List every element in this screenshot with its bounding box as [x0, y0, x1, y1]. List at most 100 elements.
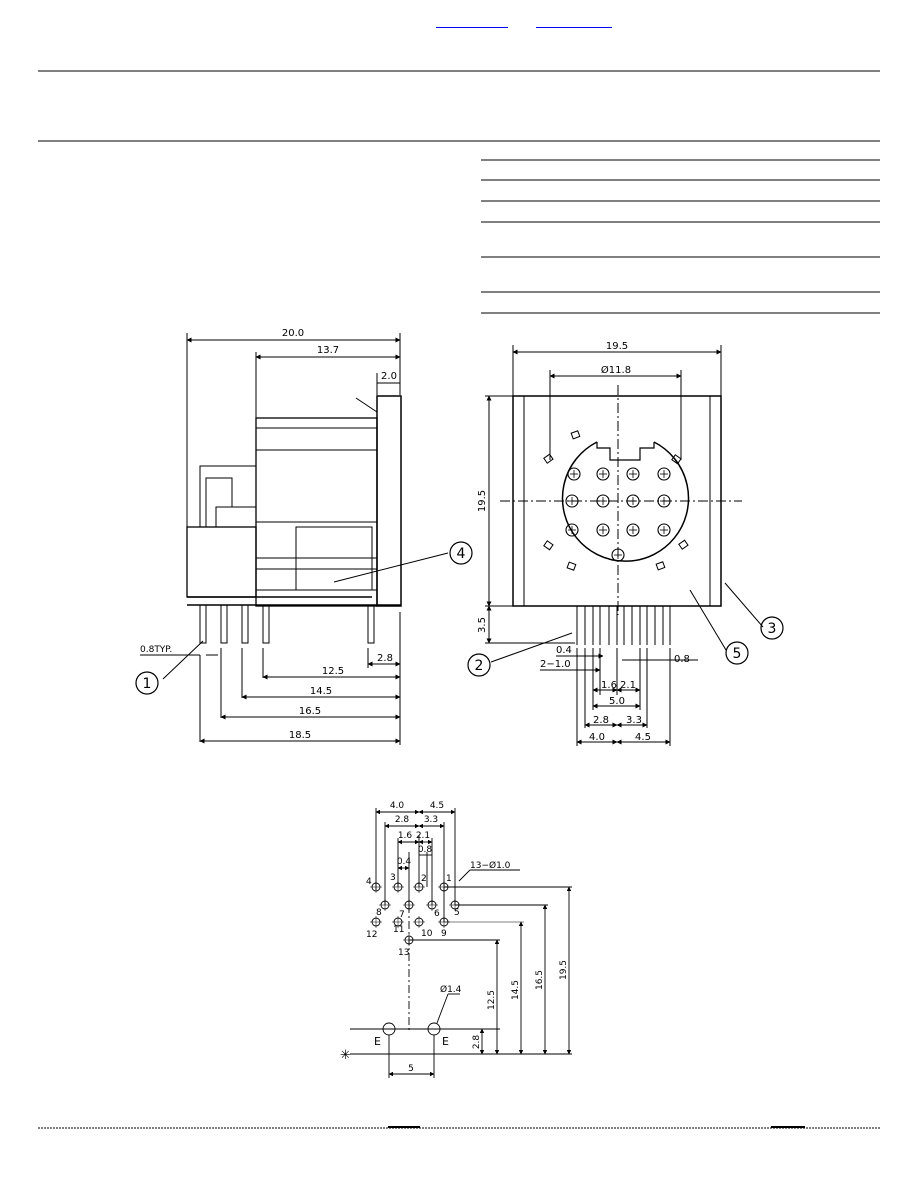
front-view-callout-5: 5 — [725, 641, 749, 665]
dim-2-1: 2.1 — [620, 680, 636, 691]
pcb-hole — [392, 881, 404, 893]
spec-table-lines — [481, 159, 880, 314]
pcb-hole — [370, 916, 382, 928]
dim-diameter: Ø11.8 — [601, 364, 631, 376]
pcb-hole — [449, 899, 461, 911]
contact-pin — [567, 467, 581, 481]
pcb-hole — [392, 916, 404, 928]
pcb-dim-19-5: 19.5 — [559, 960, 569, 980]
dim-4-0: 4.0 — [589, 732, 605, 743]
dim-5-0: 5.0 — [609, 696, 625, 707]
callout-2-label: 2 — [475, 658, 484, 674]
dim-overall: 20.0 — [282, 328, 304, 339]
side-view-callout-4: 4 — [449, 541, 473, 565]
pcb-hole — [426, 899, 438, 911]
pin-number-label: 11 — [393, 925, 404, 935]
dim-2-1-0: 2−1.0 — [540, 659, 571, 670]
pcb-hole — [438, 916, 450, 928]
pin-number-label: 9 — [441, 929, 447, 939]
pcb-dimensions: 4.0 4.5 2.8 3.3 1.6 2.1 0.8 0.4 13−Ø1.0 … — [340, 801, 569, 1074]
pcb-dim-2-8-v: 2.8 — [472, 1035, 482, 1050]
pin-number-label: 13 — [398, 948, 409, 958]
pin-number-label: 2 — [421, 874, 427, 884]
pcb-hole — [403, 934, 415, 946]
contact-pin — [596, 494, 610, 508]
callout-5-label: 5 — [733, 646, 742, 662]
dim-body-depth: 13.7 — [317, 345, 339, 356]
header-link-1[interactable] — [436, 18, 508, 28]
pcb-hole — [379, 899, 391, 911]
pin-number-label: 8 — [376, 908, 382, 918]
pin-number-label: 4 — [366, 877, 372, 887]
dim-18-5: 18.5 — [289, 730, 311, 741]
pin-number-label: 10 — [421, 929, 433, 939]
callout-3-label: 3 — [768, 621, 777, 637]
ground-label-left: E — [374, 1035, 381, 1048]
page-rules — [38, 70, 880, 142]
pcb-dim-1-6: 1.6 — [398, 831, 413, 841]
dim-height: 19.5 — [477, 490, 488, 512]
side-view-callout-1: 1 — [135, 671, 159, 695]
dim-12-5: 12.5 — [322, 666, 344, 677]
pcb-dim-4-5: 4.5 — [430, 801, 444, 811]
dim-2-8: 2.8 — [377, 653, 393, 664]
pcb-dim-12-5: 12.5 — [487, 990, 497, 1010]
pcb-hole — [370, 881, 382, 893]
dim-14-5: 14.5 — [310, 686, 332, 697]
front-view-contacts — [565, 467, 671, 562]
front-view-dimensions: 19.5 Ø11.8 19.5 3.5 0.4 2−1.0 0.8 1.6 2.… — [477, 341, 690, 743]
dim-flange: 2.0 — [381, 371, 397, 382]
dim-0-8: 0.8 — [674, 654, 690, 665]
pcb-hole — [413, 916, 425, 928]
pin-number-label: 1 — [446, 874, 452, 884]
side-view — [140, 333, 449, 745]
pcb-dim-3-3: 3.3 — [424, 815, 438, 825]
dim-1-6: 1.6 — [601, 680, 617, 691]
contact-pin — [657, 467, 671, 481]
pin-number-label: 7 — [399, 910, 405, 920]
dim-0-4: 0.4 — [556, 645, 572, 656]
dim-standoff: 3.5 — [477, 617, 488, 633]
front-view-callout-3: 3 — [760, 616, 784, 640]
pcb-hole — [403, 899, 415, 911]
pin-number-label: 12 — [366, 930, 377, 940]
pcb-holes-note: 13−Ø1.0 — [470, 860, 511, 871]
side-view-dimensions: 20.0 13.7 2.0 0.8TYP. 2.8 12.5 14.5 16.5… — [140, 328, 397, 741]
callout-1-label: 1 — [143, 676, 152, 692]
contact-pin — [657, 523, 671, 537]
callout-4-label: 4 — [457, 546, 466, 562]
dim-pin-width: 0.8TYP. — [140, 645, 172, 655]
pcb-hole — [438, 881, 450, 893]
pcb-layout — [350, 808, 572, 1078]
front-view — [485, 345, 764, 746]
pcb-dim-0-4: 0.4 — [397, 857, 412, 867]
pcb-dim-16-5: 16.5 — [535, 970, 545, 990]
pcb-dim-14-5: 14.5 — [511, 980, 521, 1000]
pcb-hole — [413, 881, 425, 893]
pin-number-label: 5 — [454, 908, 460, 918]
pcb-ground-hole-note: Ø1.4 — [440, 984, 462, 995]
front-view-callout-2: 2 — [467, 653, 491, 677]
pin-number-label: 6 — [434, 909, 440, 919]
pcb-hole-pattern — [370, 881, 461, 946]
ground-label-right: E — [442, 1035, 449, 1048]
pcb-dim-2-8: 2.8 — [395, 815, 410, 825]
contact-pin — [596, 467, 610, 481]
pcb-dim-5: 5 — [408, 1064, 414, 1074]
contact-pin — [596, 523, 610, 537]
dim-2-8-front: 2.8 — [593, 715, 609, 726]
contact-pin — [565, 494, 579, 508]
contact-pin — [611, 548, 625, 562]
pcb-dim-0-8: 0.8 — [418, 845, 433, 855]
dim-16-5: 16.5 — [299, 706, 321, 717]
contact-pin — [626, 494, 640, 508]
pcb-dim-2-1: 2.1 — [416, 831, 430, 841]
edge-mark: ✳ — [340, 1048, 351, 1063]
header-link-2[interactable] — [536, 18, 612, 28]
pcb-pin-numbers: 4 3 2 1 8 7 6 5 12 11 10 9 13 — [366, 873, 460, 958]
pin-number-label: 3 — [390, 873, 396, 883]
dim-4-5: 4.5 — [635, 732, 651, 743]
pcb-dim-4-0: 4.0 — [390, 801, 405, 811]
contact-pin — [626, 523, 640, 537]
